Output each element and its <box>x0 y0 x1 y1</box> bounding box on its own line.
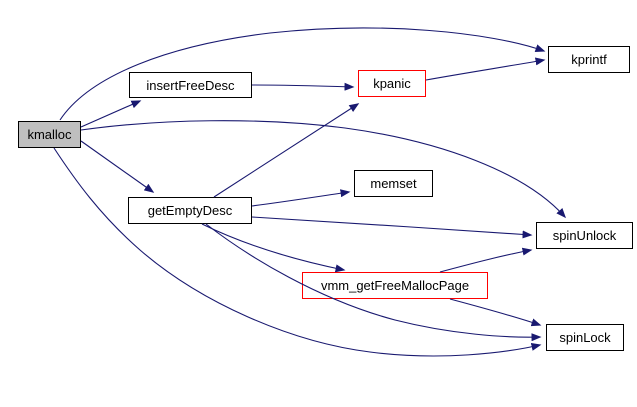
node-label: kmalloc <box>27 127 72 142</box>
edge-kpanic-kprintf <box>425 57 546 81</box>
edge-kmalloc-getEmptyDesc <box>80 140 155 193</box>
node-getEmptyDesc[interactable]: getEmptyDesc <box>128 197 252 224</box>
node-label: getEmptyDesc <box>147 203 233 218</box>
node-spinUnlock[interactable]: spinUnlock <box>536 222 633 249</box>
node-insertFreeDesc[interactable]: insertFreeDesc <box>129 72 252 98</box>
node-label: kpanic <box>373 76 411 91</box>
edge-getEmptyDesc-spinUnlock <box>251 216 533 239</box>
node-label: spinUnlock <box>552 228 617 243</box>
edge-insertFreeDesc-kpanic <box>251 82 355 91</box>
node-kmalloc: kmalloc <box>18 121 81 148</box>
edge-vmm_getFreeMallocPage-spinUnlock <box>439 247 533 273</box>
edge-getEmptyDesc-vmm_getFreeMallocPage <box>201 223 346 273</box>
node-kprintf[interactable]: kprintf <box>548 46 630 73</box>
node-label: memset <box>370 176 417 191</box>
node-spinLock[interactable]: spinLock <box>546 324 624 351</box>
node-label: spinLock <box>559 330 611 345</box>
node-memset[interactable]: memset <box>354 170 433 197</box>
edge-getEmptyDesc-kpanic <box>213 103 360 198</box>
node-kpanic[interactable]: kpanic <box>358 70 426 97</box>
edge-getEmptyDesc-memset <box>251 189 351 207</box>
node-label: kprintf <box>571 52 607 67</box>
edge-kmalloc-insertFreeDesc <box>80 100 142 128</box>
node-label: insertFreeDesc <box>146 77 235 93</box>
node-vmm_getFreeMallocPage[interactable]: vmm_getFreeMallocPage <box>302 272 488 299</box>
edge-kmalloc-spinLock <box>53 147 542 357</box>
node-label: vmm_getFreeMallocPage <box>320 278 470 293</box>
edge-vmm_getFreeMallocPage-spinLock <box>449 298 542 327</box>
